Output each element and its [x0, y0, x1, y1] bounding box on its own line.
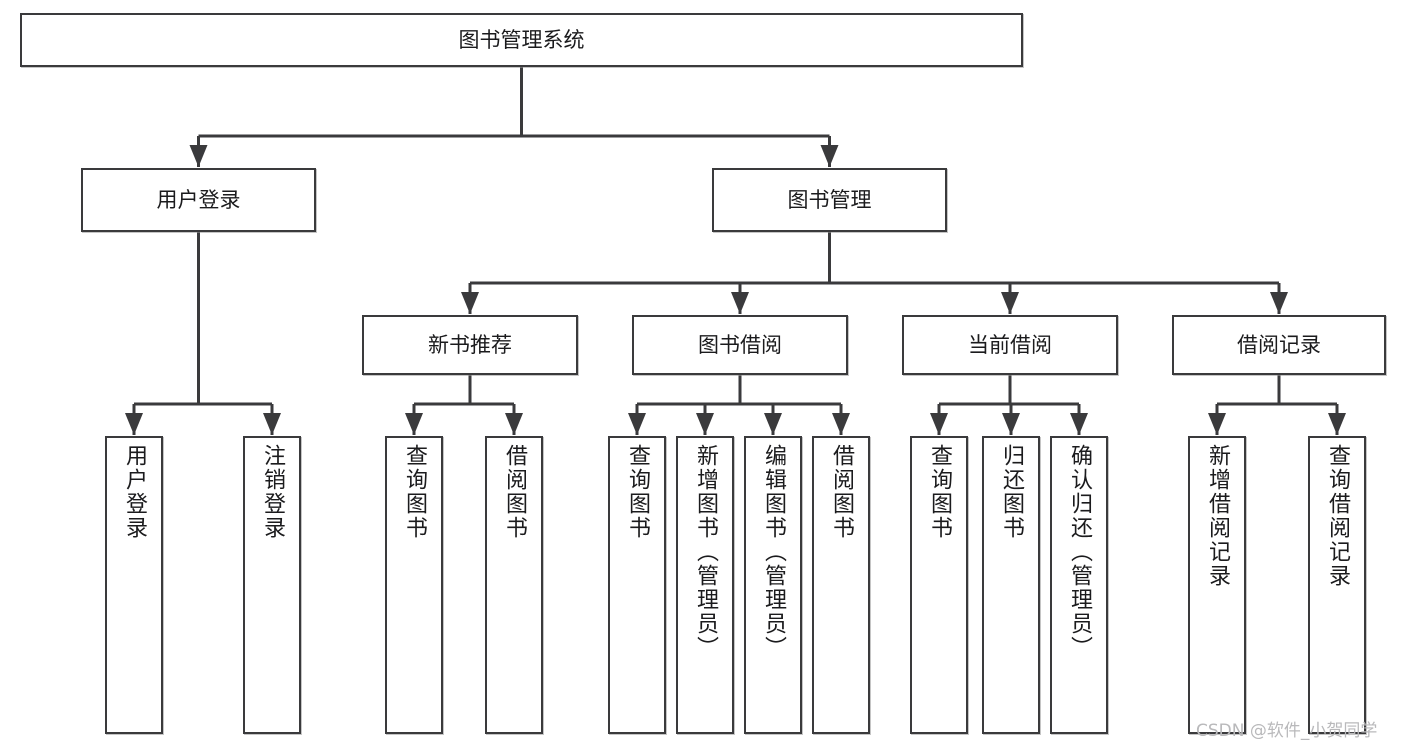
watermark-text: CSDN @软件_小贺同学	[1196, 721, 1378, 741]
node-root[interactable]: 图书管理系统	[20, 13, 1023, 67]
node-label-leaf-add-book: 新增图书（管理员）	[693, 444, 718, 660]
arrowhead-icon-leaf-confirm-return	[1070, 413, 1088, 435]
node-leaf-edit-book[interactable]: 编辑图书（管理员）	[744, 436, 802, 734]
arrowhead-icon-leaf-query-book-3	[930, 413, 948, 435]
node-label-leaf-query-book-1: 查询图书	[402, 444, 427, 540]
node-label-leaf-return-book: 归还图书	[999, 444, 1024, 540]
arrowhead-icon-leaf-query-record	[1328, 413, 1346, 435]
node-user-login[interactable]: 用户登录	[81, 168, 316, 232]
node-current-borrow[interactable]: 当前借阅	[902, 315, 1118, 375]
arrowhead-icon-leaf-query-book-1	[405, 413, 423, 435]
arrowhead-icon-leaf-borrow-book-1	[505, 413, 523, 435]
node-leaf-return-book[interactable]: 归还图书	[982, 436, 1040, 734]
node-book-borrow[interactable]: 图书借阅	[632, 315, 848, 375]
node-leaf-borrow-book-2[interactable]: 借阅图书	[812, 436, 870, 734]
arrowhead-icon-user-login	[189, 145, 208, 167]
node-label-user-login: 用户登录	[156, 187, 241, 212]
node-leaf-add-record[interactable]: 新增借阅记录	[1188, 436, 1246, 734]
node-leaf-logout[interactable]: 注销登录	[243, 436, 301, 734]
node-label-book-borrow: 图书借阅	[698, 332, 782, 357]
node-label-leaf-borrow-book-1: 借阅图书	[502, 444, 527, 540]
node-label-leaf-confirm-return: 确认归还（管理员）	[1067, 444, 1092, 660]
node-leaf-query-book-2[interactable]: 查询图书	[608, 436, 666, 734]
node-leaf-confirm-return[interactable]: 确认归还（管理员）	[1050, 436, 1108, 734]
node-label-leaf-user-login: 用户登录	[122, 444, 147, 540]
arrowhead-icon-leaf-return-book	[1002, 413, 1020, 435]
node-borrow-record[interactable]: 借阅记录	[1172, 315, 1386, 375]
node-label-book-manage: 图书管理	[787, 187, 872, 212]
arrowhead-icon-leaf-add-book	[696, 413, 714, 435]
node-label-leaf-logout: 注销登录	[260, 444, 285, 540]
node-new-book-rec[interactable]: 新书推荐	[362, 315, 578, 375]
node-label-current-borrow: 当前借阅	[968, 332, 1052, 357]
node-label-borrow-record: 借阅记录	[1237, 332, 1321, 357]
node-leaf-query-record[interactable]: 查询借阅记录	[1308, 436, 1366, 734]
arrowhead-icon-leaf-edit-book	[764, 413, 782, 435]
node-leaf-borrow-book-1[interactable]: 借阅图书	[485, 436, 543, 734]
node-label-leaf-query-book-3: 查询图书	[927, 444, 952, 540]
arrowhead-icon-new-book-rec	[461, 292, 479, 314]
node-leaf-add-book[interactable]: 新增图书（管理员）	[676, 436, 734, 734]
arrowhead-icon-borrow-record	[1270, 292, 1288, 314]
node-label-leaf-borrow-book-2: 借阅图书	[829, 444, 854, 540]
node-label-new-book-rec: 新书推荐	[428, 332, 512, 357]
node-label-leaf-query-record: 查询借阅记录	[1325, 444, 1350, 588]
arrowhead-icon-book-borrow	[731, 292, 749, 314]
node-label-leaf-query-book-2: 查询图书	[625, 444, 650, 540]
arrowhead-icon-current-borrow	[1001, 292, 1019, 314]
node-label-root: 图书管理系统	[458, 27, 585, 52]
node-leaf-query-book-3[interactable]: 查询图书	[910, 436, 968, 734]
arrowhead-icon-leaf-query-book-2	[628, 413, 646, 435]
node-leaf-query-book-1[interactable]: 查询图书	[385, 436, 443, 734]
node-label-leaf-edit-book: 编辑图书（管理员）	[761, 444, 786, 660]
node-book-manage[interactable]: 图书管理	[712, 168, 947, 232]
node-label-leaf-add-record: 新增借阅记录	[1205, 444, 1230, 588]
arrowhead-icon-book-manage	[820, 145, 839, 167]
arrowhead-icon-leaf-logout	[263, 413, 281, 435]
arrowhead-icon-leaf-borrow-book-2	[832, 413, 850, 435]
arrowhead-icon-leaf-user-login	[125, 413, 143, 435]
arrowhead-icon-leaf-add-record	[1208, 413, 1226, 435]
node-leaf-user-login[interactable]: 用户登录	[105, 436, 163, 734]
